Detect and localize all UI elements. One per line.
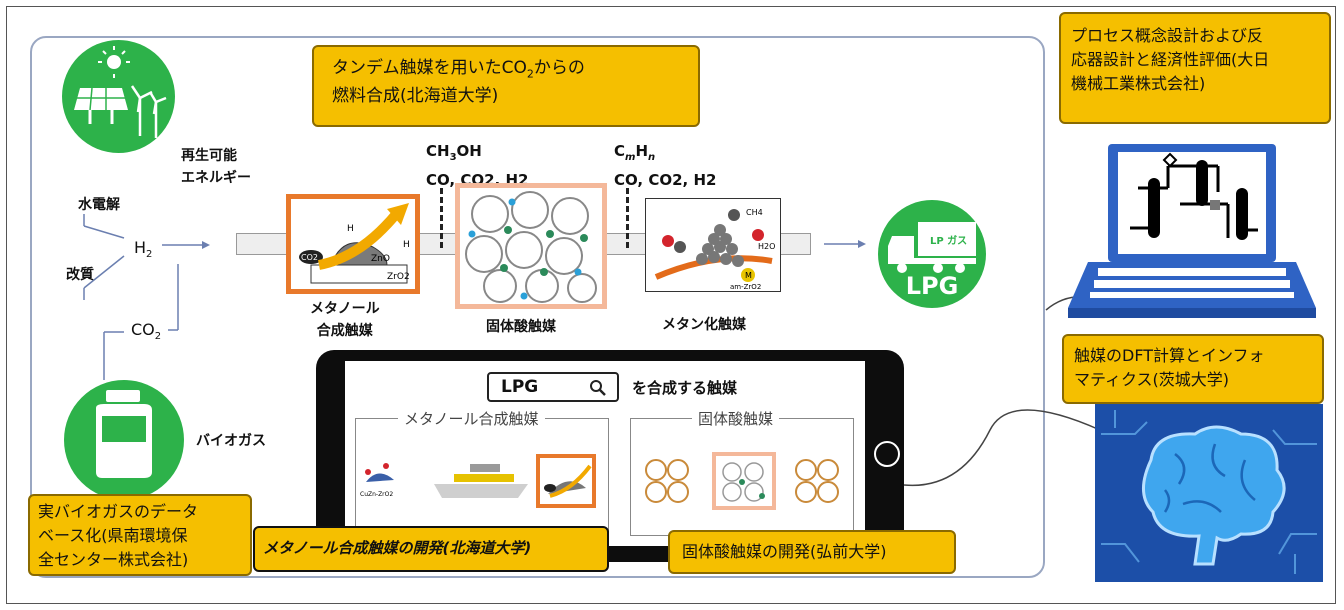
title-box: タンデム触媒を用いたCO2からの 燃料合成(北海道大学) xyxy=(312,45,700,127)
methanol-catalyst-label: メタノール合成触媒 xyxy=(310,301,380,339)
reforming-label: 改質 xyxy=(66,267,94,283)
lpg-label: LPG xyxy=(905,272,959,300)
methanol-catalyst-development-box: メタノール合成触媒の開発(北海道大学) xyxy=(253,526,609,572)
search-suffix: を合成する触媒 xyxy=(632,379,738,397)
methanol-catalyst-panel-title: メタノール合成触媒 xyxy=(398,408,545,429)
svg-text:M: M xyxy=(745,271,752,280)
svg-text:LP ガス: LP ガス xyxy=(930,234,967,247)
methanation-catalyst-label: メタン化触媒 xyxy=(662,317,746,333)
tablet-screen xyxy=(345,361,865,546)
outer-frame xyxy=(6,6,1336,604)
solid-acid-catalyst-label: 固体酸触媒 xyxy=(486,319,556,335)
electrolysis-label: 水電解 xyxy=(78,197,120,213)
lpg-truck-icon: LP ガス LPG xyxy=(878,200,986,308)
search-box[interactable]: LPG xyxy=(487,372,619,402)
svg-text:H2O: H2O xyxy=(758,242,775,251)
dft-informatics-box: 触媒のDFT計算とインフォマティクス(茨城大学) xyxy=(1062,334,1324,404)
biogas-tank-icon xyxy=(64,380,184,500)
laptop-process-design-icon xyxy=(1068,144,1316,318)
solid-acid-development-box: 固体酸触媒の開発(弘前大学) xyxy=(668,530,956,574)
process-design-box: プロセス概念設計および反応器設計と経済性評価(大日機械工業株式会社) xyxy=(1059,12,1331,124)
methanol-catalyst-image: ZrO2 ZnO CO2 H H xyxy=(286,194,420,294)
solid-acid-candidates xyxy=(645,452,839,510)
tablet-home-button[interactable] xyxy=(874,441,900,467)
methanation-catalyst-image: M CH4 H2O am-ZrO2 xyxy=(645,198,781,292)
renewable-energy-icon xyxy=(62,40,175,153)
biogas-label: バイオガス xyxy=(196,433,266,449)
product-arrow xyxy=(824,240,866,248)
search-input[interactable]: LPG xyxy=(501,377,539,397)
solid-acid-catalyst-panel-title: 固体酸触媒 xyxy=(692,408,780,429)
brain-ai-icon xyxy=(1095,404,1323,582)
search-icon xyxy=(590,380,606,396)
methanol-candidates: CuZn-ZrO2 xyxy=(360,454,596,508)
svg-text:H: H xyxy=(347,224,354,234)
svg-text:CuZn-ZrO2: CuZn-ZrO2 xyxy=(360,491,393,498)
stage-divider-2 xyxy=(626,188,629,248)
svg-text:CO2: CO2 xyxy=(301,253,318,262)
svg-text:ZrO2: ZrO2 xyxy=(387,272,410,282)
hydrocarbon-stream-label: CmHn CO, CO2, H2 xyxy=(614,142,717,189)
solid-acid-catalyst-image xyxy=(455,183,607,309)
svg-text:CH4: CH4 xyxy=(746,208,763,217)
svg-text:am-ZrO2: am-ZrO2 xyxy=(730,283,761,291)
biogas-database-box: 実バイオガスのデータベース化(県南環境保全センター株式会社) xyxy=(28,494,252,576)
feed-arrows xyxy=(83,214,210,380)
stage-divider-1 xyxy=(440,188,443,248)
svg-text:ZnO: ZnO xyxy=(371,254,390,264)
renewable-energy-label: 再生可能エネルギー xyxy=(181,148,251,186)
h2-label: H2 xyxy=(134,238,153,261)
co2-label: CO2 xyxy=(131,320,162,343)
svg-text:H: H xyxy=(403,240,410,250)
